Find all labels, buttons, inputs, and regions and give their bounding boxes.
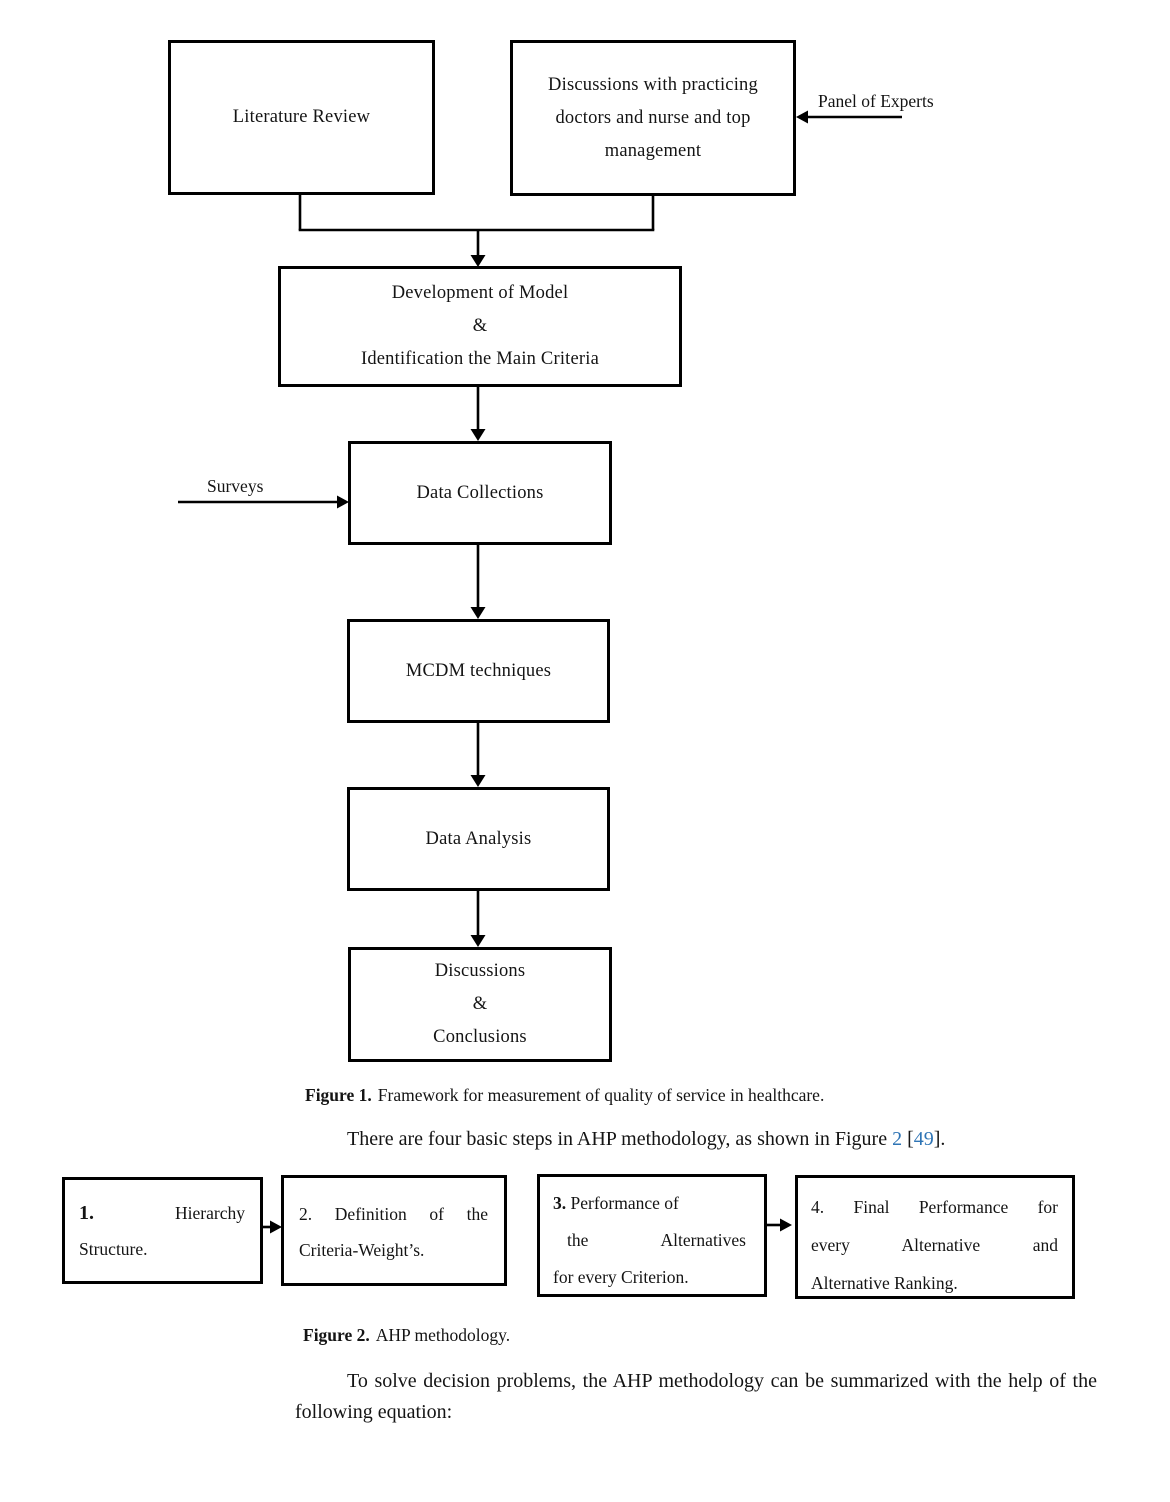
node-line: Discussions [434, 961, 526, 981]
step1-number: 1. [79, 1202, 94, 1224]
node-line: Identification the Main Criteria [360, 349, 600, 369]
step3-line1-text: Performance of [570, 1193, 679, 1213]
flowchart-node-discussions-conclusions: Discussions & Conclusions [348, 947, 612, 1062]
step-box-hierarchy-structure: 1. Hierarchy Structure. [62, 1177, 263, 1284]
node-line: Development of Model [391, 283, 569, 303]
flowchart-node-mcdm-techniques: MCDM techniques [347, 619, 610, 723]
paragraph-ahp-steps: There are four basic steps in AHP method… [347, 1128, 945, 1151]
flowchart-node-discussions-experts: Discussions with practicing doctors and … [510, 40, 796, 196]
figure1-caption: Figure 1.Framework for measurement of qu… [305, 1085, 824, 1106]
surveys-label: Surveys [207, 476, 264, 496]
step3-line1: 3. Performance of [553, 1185, 750, 1222]
node-line: management [604, 140, 702, 161]
paragraph-text: ]. [933, 1128, 946, 1150]
figure1-caption-label: Figure 1. [305, 1085, 372, 1105]
flowchart-node-data-collections: Data Collections [348, 441, 612, 545]
node-label: Literature Review [232, 107, 371, 127]
flowchart-node-literature-review: Literature Review [168, 40, 435, 195]
node-label: MCDM techniques [405, 660, 552, 681]
node-line: doctors and nurse and top [555, 107, 751, 128]
step4-line2: every Alternative and [811, 1235, 1058, 1255]
figure2-caption-text: AHP methodology. [375, 1325, 511, 1345]
node-line: Discussions with practicing [548, 74, 758, 95]
step3-word: the [567, 1230, 589, 1250]
arrowhead-to-data-collections [470, 429, 486, 441]
arrowhead-to-analysis [470, 775, 486, 787]
figure1-caption-text: Framework for measurement of quality of … [377, 1085, 825, 1105]
step-box-alternatives-performance: 3. Performance of the Alternatives for e… [537, 1174, 767, 1297]
figure2-caption-label: Figure 2. [303, 1325, 370, 1345]
step1-line1: 1. Hierarchy [79, 1195, 245, 1231]
node-line: Conclusions [433, 1027, 527, 1047]
paragraph-solve-equation: To solve decision problems, the AHP meth… [295, 1370, 1097, 1423]
step3-number: 3. [553, 1193, 567, 1213]
figure2-caption: Figure 2.AHP methodology. [303, 1325, 510, 1346]
step1-word: Hierarchy [175, 1203, 245, 1223]
step3-line3: for every Criterion. [553, 1267, 689, 1287]
node-label: Data Collections [416, 482, 544, 503]
flowchart-node-development-model: Development of Model & Identification th… [278, 266, 682, 387]
arrowhead-step4 [780, 1218, 792, 1232]
step1-line2: Structure. [79, 1239, 148, 1259]
step2-line1: 2. Definition of the [299, 1204, 488, 1224]
step4-line3: Alternative Ranking. [811, 1273, 958, 1293]
arrowhead-panel [796, 110, 808, 124]
node-line: & [472, 994, 488, 1014]
arrowhead-to-mcdm [470, 607, 486, 619]
arrowhead-to-conclusions [470, 935, 486, 947]
panel-of-experts-label: Panel of Experts [818, 91, 934, 111]
flowchart-node-data-analysis: Data Analysis [347, 787, 610, 891]
node-line: & [472, 316, 488, 336]
step4-line1: 4. Final Performance for [811, 1197, 1058, 1217]
step-box-final-performance: 4. Final Performance for every Alternati… [795, 1175, 1075, 1299]
step3-word: Alternatives [660, 1230, 746, 1250]
citation-49-link[interactable]: 49 [913, 1128, 934, 1150]
paragraph-text: There are four basic steps in AHP method… [347, 1128, 893, 1150]
step-box-criteria-weights: 2. Definition of the Criteria-Weight’s. [281, 1175, 507, 1286]
figure-2-link[interactable]: 2 [892, 1128, 903, 1150]
step2-line2: Criteria-Weight’s. [299, 1240, 425, 1260]
step3-line2: the Alternatives [553, 1222, 750, 1259]
node-label: Data Analysis [425, 828, 532, 849]
paragraph-text: [ [902, 1128, 914, 1150]
